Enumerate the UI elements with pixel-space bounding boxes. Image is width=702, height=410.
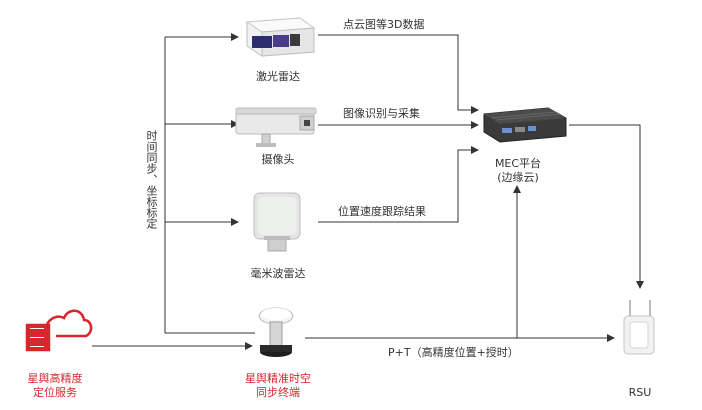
sync-bus <box>164 33 255 334</box>
lidar-icon <box>245 17 316 57</box>
radar-label: 毫米波雷达 <box>250 267 306 280</box>
camera-label: 摄像头 <box>261 153 295 166</box>
terminal-edge-label: P+T（高精度位置+授时） <box>388 346 519 359</box>
rsu-label: RSU <box>628 386 652 399</box>
camera-edge-label: 图像识别与采集 <box>343 107 420 120</box>
mec-label-line2: (边缘云) <box>497 171 539 184</box>
mec-to-rsu-link <box>569 124 644 289</box>
radar-edge-label: 位置速度跟踪结果 <box>338 205 426 218</box>
sensor-links <box>318 34 479 223</box>
camera-icon <box>235 107 317 147</box>
service-label-line2: 定位服务 <box>33 386 77 399</box>
cloud-service-icon <box>25 309 93 352</box>
mec-server-icon <box>483 107 567 143</box>
lidar-edge-label: 点云图等3D数据 <box>343 18 425 31</box>
sync-vertical-label: 时间同步、坐标标定 <box>145 130 158 229</box>
service-label-line1: 星舆高精度 <box>27 372 83 385</box>
terminal-label-line1: 星舆精准时空 <box>245 372 311 385</box>
radar-icon <box>253 192 301 252</box>
terminal-label-line2: 同步终端 <box>256 386 300 399</box>
terminal-icon <box>258 307 294 357</box>
mec-label-line1: MEC平台 <box>494 157 542 170</box>
rsu-icon <box>623 300 655 355</box>
lidar-label: 激光雷达 <box>256 70 300 83</box>
